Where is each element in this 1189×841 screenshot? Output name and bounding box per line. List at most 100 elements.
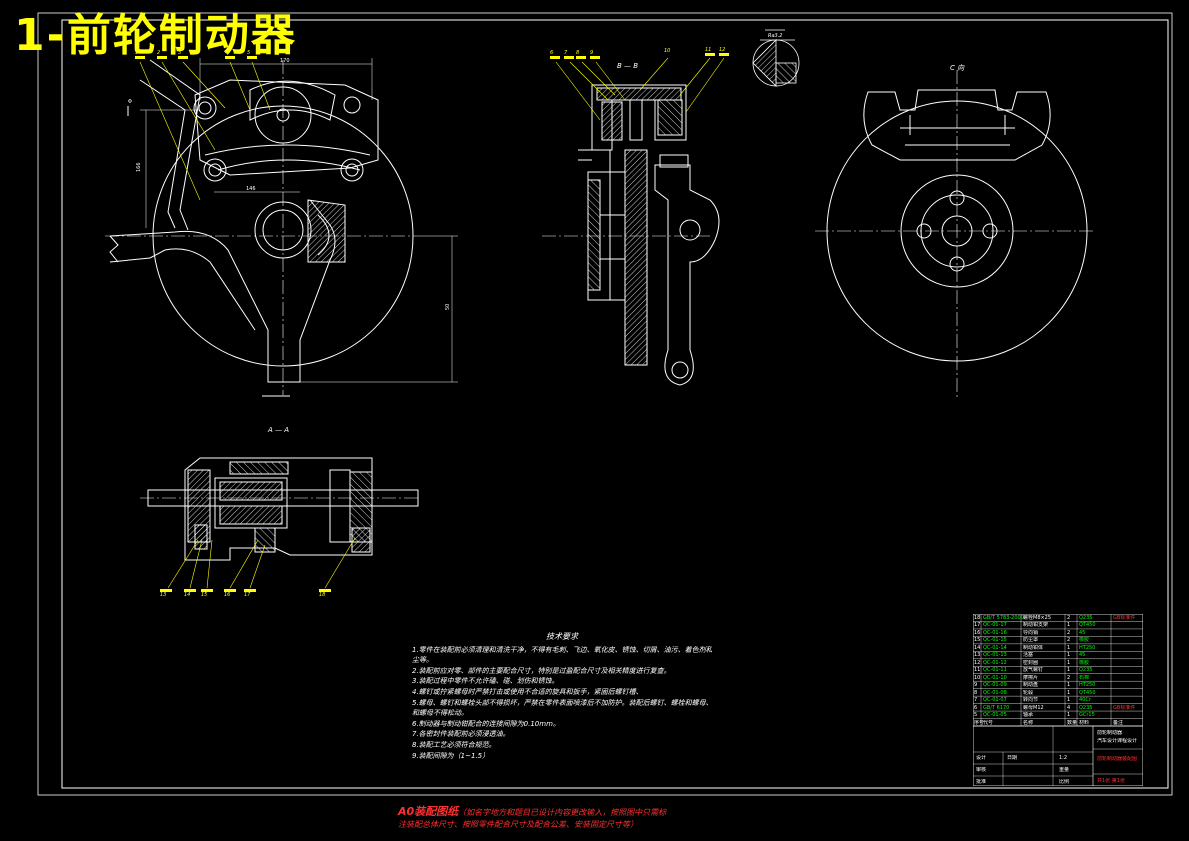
view-labels: B — B A — A C 向 Ra3.2 [267,33,965,434]
leader-number: 1 [135,50,138,56]
tb-cell-name: 螺栓M8×25 [1023,615,1052,621]
leader-number: 17 [244,592,251,598]
tb-cell-mat: 40Cr [1079,697,1091,704]
leader-number: 6 [550,50,553,56]
tb-label-designer: 设计 [976,755,987,761]
section-aa [140,457,420,561]
tb-cell-qty: 2 [1067,629,1071,636]
tb-cell-name: 转向节 [1023,697,1039,704]
leader-number: 4 [225,50,228,56]
footer-a0-label: A0装配图纸 [398,805,459,818]
tb-cell-name: 摩擦片 [1023,674,1039,681]
tb-cell-num: 15 [974,637,981,644]
leader-number: 14 [184,592,190,598]
tb-cell-mat: 45 [1079,629,1086,636]
title-block-grid [973,614,1143,786]
leader-number: 16 [224,592,230,598]
view-c [815,70,1095,400]
tb-cell-name: 防尘罩 [1023,637,1039,644]
inner-frame [61,19,1169,789]
tech-item: 9.装配间隙为（1~1.5） [412,751,490,760]
leader-number: 11 [705,47,711,53]
tech-item: 7.各密封件装配前必须浸透油。 [412,730,510,739]
tb-cell-mat: 橡胶 [1079,637,1090,644]
leader-number: 8 [576,50,579,56]
tb-label-approver: 批准 [976,779,987,785]
leader-number: 10 [664,48,670,54]
tb-cell-code: QC-01-15 [983,637,1007,644]
tb-cell-mat: QT450 [1079,622,1096,629]
tb-cell-code: GB/T 5783-2000 [983,615,1024,621]
tb-cell-name: 螺母M12 [1023,704,1044,711]
tech-item: 5.螺母、螺钉和螺栓头部不得损坏，严禁在零件表面喷漆后不加防护。装配后螺钉、螺栓… [412,698,712,707]
leader-number: 15 [201,592,207,598]
outer-frame [37,12,1173,796]
tb-cell-mat: Q235 [1079,704,1093,711]
dim-1: 146 [246,186,256,192]
tb-cell-num: 12 [974,659,981,666]
tb-cell-name: 放气螺钉 [1023,667,1044,674]
tb-cell-code: QC-01-16 [983,629,1007,636]
leader-lines [139,57,725,589]
tb-cell-mat: 橡胶 [1079,659,1090,666]
tb-cell-mat: Q235 [1079,667,1093,674]
tb-cell-num: 16 [974,629,981,636]
leader-number-marks [135,53,729,592]
tech-requirements: 技术要求 1.零件在装配前必须清理和清洗干净，不得有毛刺、飞边、氧化皮、锈蚀、切… [412,632,712,761]
tb-cell-code: QC-01-13 [983,652,1007,659]
tb-cell-code: GB/T 6170 [983,704,1010,711]
tb-cell-num: 10 [974,674,981,681]
tb-cell-name: 轮毂 [1023,689,1034,696]
tb-cell-qty: 1 [1067,697,1071,704]
tb-cell-num: 11 [974,667,981,674]
leader-number: 12 [719,47,725,53]
tech-item: 3.装配过程中零件不允许磕、碰、划伤和锈蚀。 [412,677,559,686]
tb-cell-code: QC-01-12 [983,659,1007,666]
tech-item: 尘等。 [412,656,433,665]
dim-0: 170 [280,58,290,64]
footer-line1-note: （如名字地方和题目已设计内容更改输入，按照图中只需标 [458,808,667,817]
tb-cell-num: 13 [974,652,981,659]
tb-cell-num: 8 [974,689,978,696]
tb-cell-mat: QT450 [1079,689,1096,696]
tb-cell-code: QC-01-11 [983,667,1007,674]
tb-cell-code: QC-01-08 [983,689,1007,696]
tb-cell-name: 轴承 [1023,712,1034,719]
tb-cell-qty: 1 [1067,689,1071,696]
dim-4: Φ [128,99,132,105]
tb-cell-mat: GCr15 [1079,712,1095,719]
tb-school: 汽车设计课程设计 [1097,738,1138,744]
tb-cell-qty: 1 [1067,644,1071,651]
dimension-texts: 170 146 166 50 Φ [128,58,451,310]
tb-cell-note: 备注 [1113,719,1124,726]
tb-cell-code: QC-01-17 [983,622,1007,629]
dim-3: 50 [445,304,451,310]
tech-item: 8.装配工艺必须符合规范。 [412,740,496,749]
tb-cell-qty: 2 [1067,637,1071,644]
tb-cell-name: 活塞 [1023,652,1034,659]
tb-cell-name: 制动钳体 [1023,644,1044,651]
tech-item: 6.制动器与制动钳配合的连接间隙为0.10mm。 [412,719,560,728]
tb-cell-code: QC-01-07 [983,697,1007,704]
tb-cell-code: QC-01-09 [983,682,1007,689]
tb-cell-mat: 45 [1079,652,1086,659]
label-roughness: Ra3.2 [768,33,783,39]
tb-scale: 1:2 [1059,755,1068,761]
tb-cell-num: 14 [974,644,981,651]
tb-drawing-name: 前轮制动器装配图 [1097,756,1138,762]
tb-cell-mat: 材料 [1079,719,1090,726]
tb-label-date: 日期 [1007,755,1018,761]
tb-cell-name: 名称 [1023,719,1034,726]
tech-requirements-heading: 技术要求 [546,632,578,641]
leader-number: 7 [564,50,568,56]
main-view [105,58,458,397]
leader-number: 18 [319,592,325,598]
tb-cell-num: 18 [974,615,981,621]
tb-label-ratio: 比例 [1059,779,1070,785]
tb-cell-qty: 1 [1067,667,1071,674]
tb-cell-code: QC-01-14 [983,644,1007,651]
tb-cell-name: 密封圈 [1023,659,1039,666]
tb-cell-num: 6 [974,704,978,711]
